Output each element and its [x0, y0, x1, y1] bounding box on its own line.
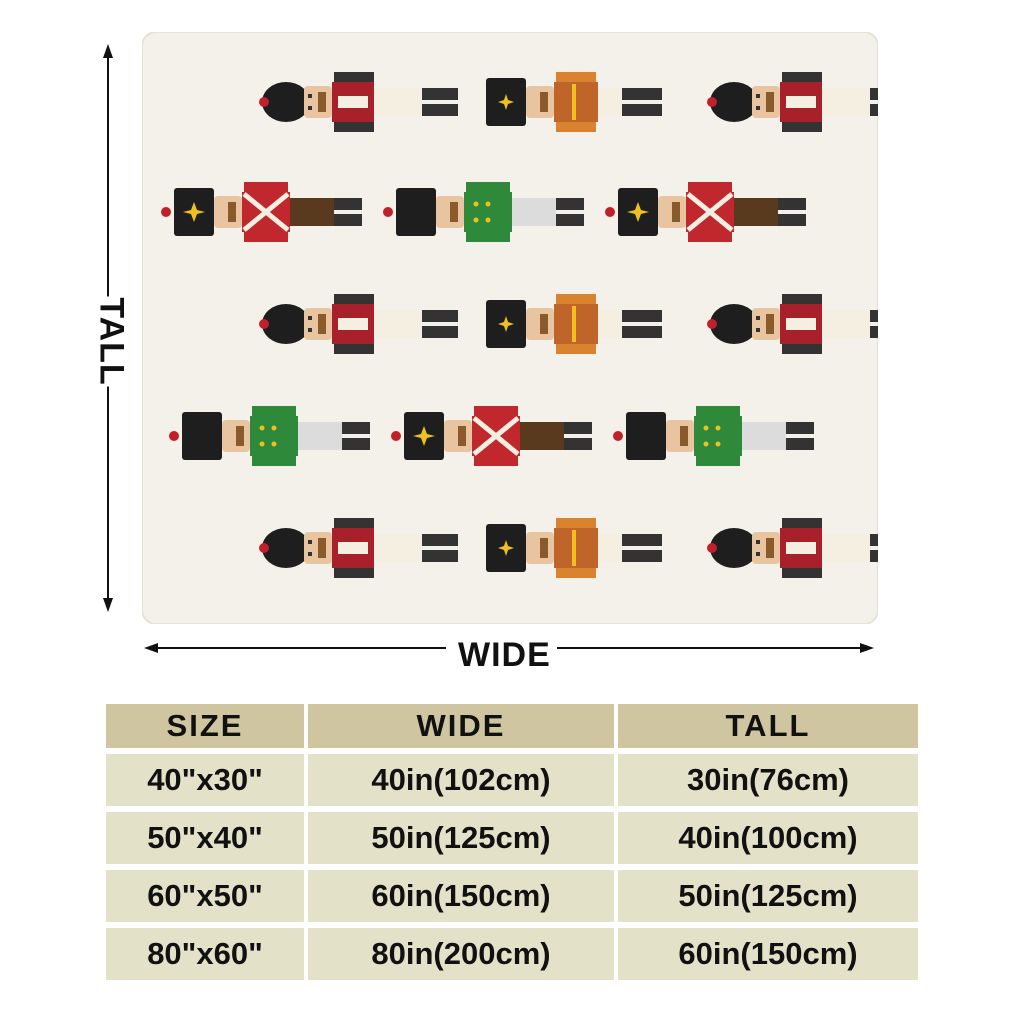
wide-cell: 60in(150cm)	[308, 870, 614, 922]
size-cell: 60"x50"	[106, 870, 304, 922]
tall-cell: 50in(125cm)	[618, 870, 918, 922]
wide-dimension-label: WIDE	[452, 636, 557, 675]
size-cell: 50"x40"	[106, 812, 304, 864]
header-size: SIZE	[106, 704, 304, 748]
wide-cell: 50in(125cm)	[308, 812, 614, 864]
blanket-product-image	[142, 32, 878, 624]
wide-cell: 80in(200cm)	[308, 928, 614, 980]
header-tall: TALL	[618, 704, 918, 748]
table-row: 50"x40" 50in(125cm) 40in(100cm)	[106, 812, 918, 864]
tall-dimension-label: TALL	[91, 296, 131, 387]
header-wide: WIDE	[308, 704, 614, 748]
tall-cell: 40in(100cm)	[618, 812, 918, 864]
wide-cell: 40in(102cm)	[308, 754, 614, 806]
size-cell: 80"x60"	[106, 928, 304, 980]
tall-cell: 60in(150cm)	[618, 928, 918, 980]
table-row: 80"x60" 80in(200cm) 60in(150cm)	[106, 928, 918, 980]
table-row: 60"x50" 60in(150cm) 50in(125cm)	[106, 870, 918, 922]
size-cell: 40"x30"	[106, 754, 304, 806]
size-chart-table: SIZE WIDE TALL 40"x30" 40in(102cm) 30in(…	[102, 698, 922, 986]
table-row: 40"x30" 40in(102cm) 30in(76cm)	[106, 754, 918, 806]
tall-cell: 30in(76cm)	[618, 754, 918, 806]
size-chart-header-row: SIZE WIDE TALL	[106, 704, 918, 748]
